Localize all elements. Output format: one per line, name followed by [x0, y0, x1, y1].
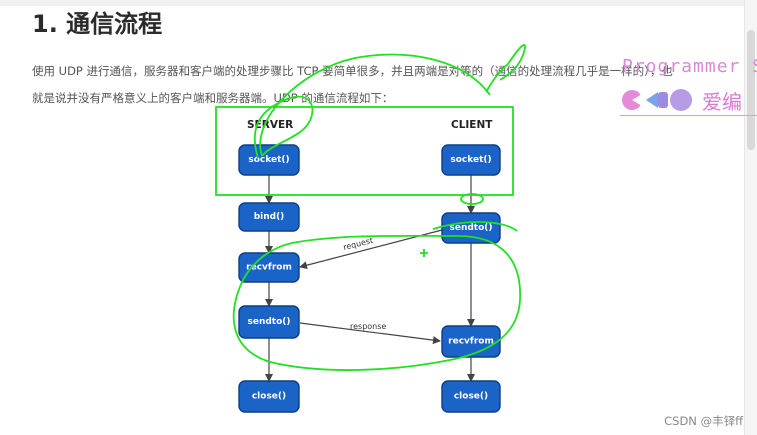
server-node-sendto: sendto()	[238, 305, 300, 339]
scrollbar-thumb[interactable]	[747, 30, 755, 150]
annotation-socket-box	[215, 106, 514, 196]
svg-text:recvfrom: recvfrom	[246, 263, 292, 273]
svg-text:socket(): socket()	[248, 155, 289, 165]
client-node-socket: socket()	[441, 144, 501, 176]
client-node-recvfrom: recvfrom	[441, 325, 501, 358]
watermark-divider	[620, 115, 757, 116]
annotation-small-oval	[460, 193, 484, 205]
pacman-icon	[622, 90, 642, 110]
svg-text:close(): close()	[454, 392, 488, 402]
client-header: CLIENT	[451, 119, 493, 131]
watermark-brand: 爱编	[702, 90, 742, 114]
client-node-sendto: sendto()	[441, 212, 501, 244]
request-label: request	[342, 236, 374, 252]
annotation-check	[485, 43, 526, 93]
server-node-socket: socket()	[238, 144, 300, 176]
server-node-bind: bind()	[238, 202, 300, 232]
paragraph-line-1: 使用 UDP 进行通信，服务器和客户端的处理步骤比 TCP 要简单很多，并且两端…	[32, 64, 673, 78]
annotation-underline	[432, 221, 518, 232]
annotation-exchange-loop	[232, 234, 521, 371]
server-node-recvfrom: recvfrom	[238, 252, 300, 283]
svg-text:bind(): bind()	[254, 212, 285, 222]
square-icon	[658, 92, 668, 108]
top-border	[0, 0, 757, 6]
csdn-credit: CSDN @丰铎ff	[664, 414, 743, 428]
svg-text:sendto(): sendto()	[247, 317, 290, 327]
triangle-icon	[646, 92, 658, 108]
server-header: SERVER	[247, 119, 293, 131]
annotation-plus	[420, 249, 428, 257]
section-title: 1. 通信流程	[32, 10, 163, 38]
server-node-close: close()	[238, 380, 300, 413]
response-label: response	[350, 322, 386, 331]
edge-response	[299, 322, 441, 345]
svg-text:sendto(): sendto()	[449, 223, 492, 233]
client-node-close: close()	[441, 380, 501, 413]
annotation-arc	[259, 53, 491, 157]
svg-text:recvfrom: recvfrom	[448, 337, 494, 347]
circle-icon	[670, 89, 692, 111]
scrollbar[interactable]	[744, 0, 757, 435]
watermark-text: Programmer S	[622, 56, 757, 77]
paragraph-line-2: 就是说并没有严格意义上的客户端和服务器端。UDP 的通信流程如下：	[32, 91, 394, 105]
svg-text:socket(): socket()	[450, 155, 491, 165]
intro-paragraph: 使用 UDP 进行通信，服务器和客户端的处理步骤比 TCP 要简单很多，并且两端…	[32, 58, 722, 112]
svg-text:close(): close()	[252, 392, 286, 402]
annotation-server-loop	[253, 95, 314, 159]
watermark-logo	[622, 86, 757, 114]
